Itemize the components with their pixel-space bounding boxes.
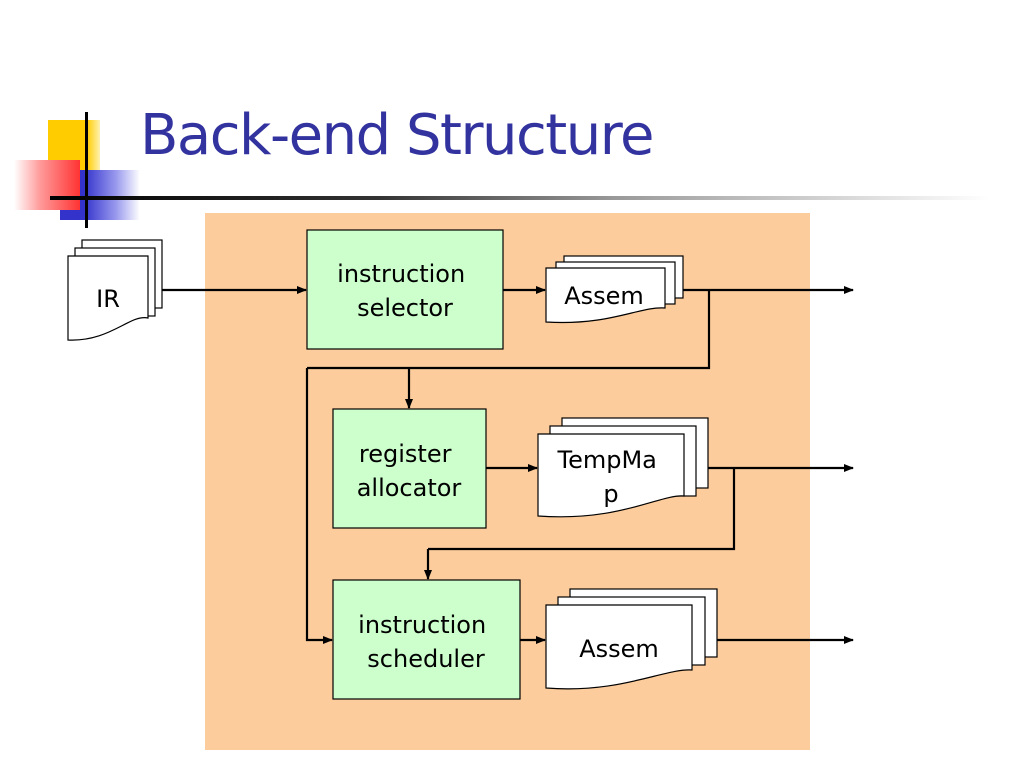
register-allocator-box: register allocator	[332, 408, 487, 529]
instruction-scheduler-box: instruction scheduler	[332, 579, 521, 700]
title-underline	[50, 196, 990, 200]
deco-vertical-line	[85, 112, 88, 228]
instruction-scheduler-line1: instruction	[358, 611, 486, 639]
ir-document: IR	[67, 239, 163, 341]
register-allocator-line1: register	[359, 440, 452, 468]
ir-label: IR	[96, 285, 120, 313]
instruction-selector-line2: selector	[357, 294, 453, 322]
svg-text:instruction scheduler: instruction scheduler	[358, 611, 494, 673]
deco-red-square	[14, 160, 80, 210]
tempmap-document: TempMa p	[537, 417, 709, 518]
connector-tempmap-feedback	[428, 468, 736, 551]
arrow-to-instruction-scheduler	[305, 368, 333, 644]
instruction-scheduler-line2: scheduler	[367, 645, 485, 673]
assem-document-2: Assem	[545, 588, 718, 690]
slide-title: Back-end Structure	[140, 103, 654, 168]
tempmap-line1: TempMa	[556, 446, 656, 474]
svg-text:TempMa p: TempMa p	[556, 446, 664, 508]
assem-label-2: Assem	[579, 635, 659, 663]
connector-assem-feedback	[307, 290, 711, 370]
instruction-selector-line1: instruction	[337, 260, 465, 288]
svg-text:register allocator: register allocator	[357, 440, 462, 502]
svg-text:instruction selector: instruction selector	[337, 260, 473, 322]
register-allocator-line2: allocator	[357, 474, 462, 502]
assem-document-1: Assem	[545, 255, 684, 324]
tempmap-line2: p	[603, 480, 618, 508]
assem-label-1: Assem	[564, 282, 644, 310]
instruction-selector-box: instruction selector	[306, 229, 504, 350]
